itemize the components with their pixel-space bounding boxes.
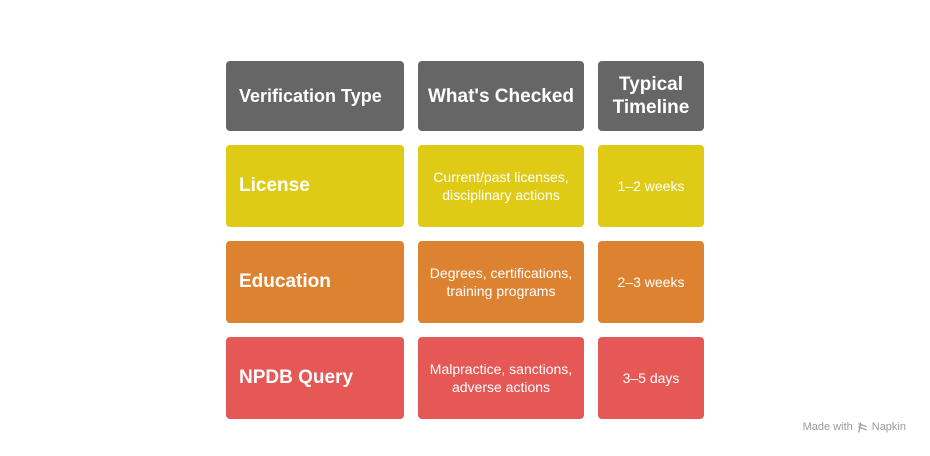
napkin-logo-icon bbox=[857, 421, 868, 433]
row-license-checked: Current/past licenses, disciplinary acti… bbox=[418, 145, 584, 227]
row-education-type: Education bbox=[226, 241, 404, 323]
row-npdb-query-checked: Malpractice, sanctions, adverse actions bbox=[418, 337, 584, 419]
row-education-checked: Degrees, certifications, training progra… bbox=[418, 241, 584, 323]
watermark-brand: Napkin bbox=[871, 421, 906, 433]
header-verification-type: Verification Type bbox=[226, 61, 404, 131]
row-license-timeline: 1–2 weeks bbox=[598, 145, 704, 227]
row-education-timeline: 2–3 weeks bbox=[598, 241, 704, 323]
napkin-watermark: Made with Napkin bbox=[803, 421, 906, 433]
header-whats-checked: What's Checked bbox=[418, 61, 584, 131]
header-typical-timeline: Typical Timeline bbox=[598, 61, 704, 131]
row-license-type: License bbox=[226, 145, 404, 227]
watermark-prefix: Made with bbox=[802, 421, 853, 433]
row-npdb-query-type: NPDB Query bbox=[226, 337, 404, 419]
row-npdb-query-timeline: 3–5 days bbox=[598, 337, 704, 419]
